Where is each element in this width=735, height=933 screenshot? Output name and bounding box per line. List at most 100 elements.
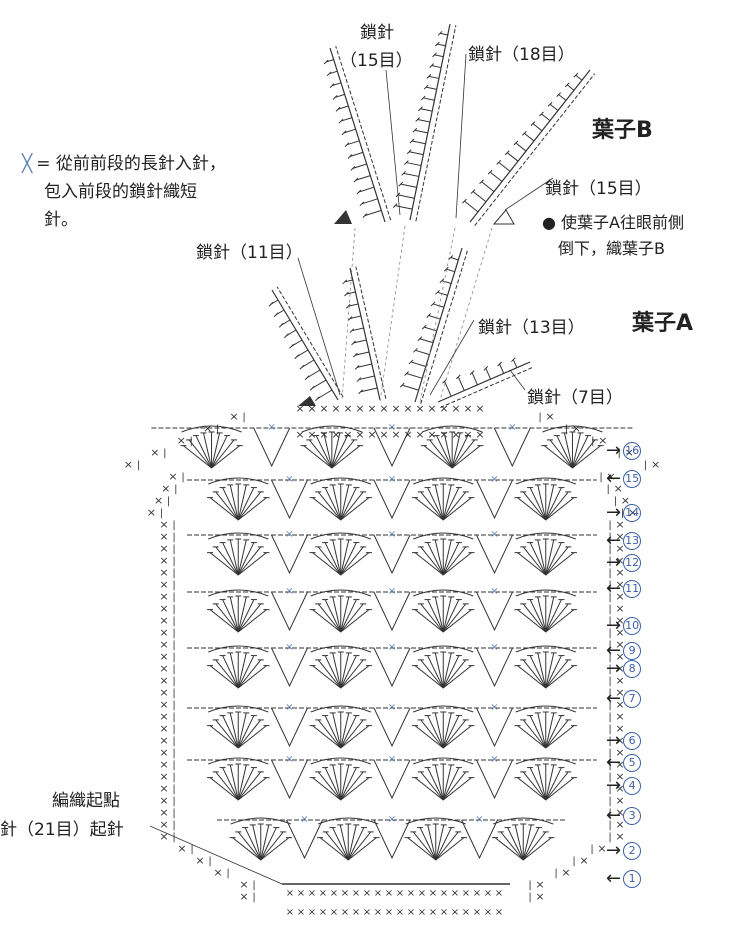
sc-stitch-top: × xyxy=(439,402,448,415)
leaf-stitch-top xyxy=(408,359,414,365)
dc-stitch xyxy=(442,609,472,633)
leaf-stitch xyxy=(351,327,364,332)
sc-stitch-right: × xyxy=(615,710,624,723)
sc-stitch-top2: × xyxy=(451,428,460,441)
dc-stitch xyxy=(517,609,547,633)
leaf-stitch xyxy=(481,181,495,192)
fan-edge xyxy=(310,532,371,540)
sc-stitch-top2: × xyxy=(355,428,364,441)
sc-stitch-left-bar: | xyxy=(172,604,175,615)
v-stitch xyxy=(476,591,513,632)
leaf-stitch-top xyxy=(350,165,356,171)
sc-stitch-right-bar: | xyxy=(618,448,621,459)
sc-stitch-right: × xyxy=(615,686,624,699)
sc-stitch-left: × xyxy=(168,470,177,483)
dc-stitch xyxy=(211,435,228,469)
guide-dotted-line xyxy=(419,227,456,403)
dc-stitch xyxy=(427,767,444,801)
dc-stitch xyxy=(529,655,547,689)
dc-stitch xyxy=(319,837,349,861)
sc-stitch-right: × xyxy=(615,698,624,711)
leaf-stitch xyxy=(331,82,342,87)
sc-stitch-right-bar: | xyxy=(608,676,611,687)
leaf-stitch-top xyxy=(353,177,359,183)
sc-stitch-right-bar: | xyxy=(608,700,611,711)
dc-stitch xyxy=(414,497,444,521)
dc-stitch xyxy=(563,432,573,469)
leader-line xyxy=(509,369,526,391)
fan-edge xyxy=(515,589,576,597)
dc-stitch xyxy=(529,487,547,521)
join-triangle-right xyxy=(492,209,515,225)
dc-stitch xyxy=(340,715,357,749)
dc-stitch xyxy=(414,725,444,749)
leaf-stitch-top xyxy=(356,189,362,195)
dc-stitch xyxy=(340,652,350,689)
dc-stitch xyxy=(529,715,547,749)
dc-stitch xyxy=(545,719,569,749)
fan-edge xyxy=(310,757,371,765)
leaf-stitch-top xyxy=(462,198,467,204)
leaf-stitch xyxy=(402,384,419,391)
leaf-stitch-top xyxy=(513,140,519,146)
sc-stitch-left: × xyxy=(159,566,168,579)
spike-sc: × xyxy=(490,642,498,653)
leaf-stitch xyxy=(434,54,444,58)
arrow-left-icon: ← xyxy=(606,578,622,599)
spike-sc: × xyxy=(268,422,276,433)
leaf-spine xyxy=(437,361,531,403)
dc-stitch xyxy=(545,497,575,521)
leaf-stitch xyxy=(472,191,487,203)
dc-stitch xyxy=(260,824,270,861)
dc-stitch xyxy=(435,831,459,861)
dc-stitch xyxy=(229,652,239,689)
sc-stitch-top2: × xyxy=(367,428,376,441)
leaf-stitch-top xyxy=(289,343,294,349)
sc-stitch-bottom: × xyxy=(473,888,481,899)
dc-stitch xyxy=(443,432,453,469)
row-number-label: 10 xyxy=(623,616,642,635)
row-number-4: →4 xyxy=(606,775,642,796)
sc-stitch-top2: × xyxy=(331,428,340,441)
v-stitch xyxy=(476,479,513,520)
row-number-6: →6 xyxy=(606,730,642,751)
dc-stitch xyxy=(427,487,444,521)
sc-stitch-right: × xyxy=(615,830,624,843)
leaf-stitch xyxy=(432,303,445,308)
dc-stitch xyxy=(429,439,453,469)
dc-stitch xyxy=(442,491,467,521)
leaf-stitch xyxy=(355,175,371,181)
v-stitch xyxy=(373,707,411,748)
sc-stitch-top: × xyxy=(415,402,424,415)
dc-stitch xyxy=(549,439,573,469)
dc-stitch xyxy=(237,542,255,576)
sc-stitch-right: × xyxy=(615,638,624,651)
leaf-chain xyxy=(420,249,469,404)
sc-stitch-right: × xyxy=(615,602,624,615)
v-stitch xyxy=(271,707,308,748)
row-number-8: →8 xyxy=(606,658,642,679)
dc-stitch xyxy=(545,491,569,521)
dc-stitch xyxy=(340,725,370,749)
sc-stitch-left: × xyxy=(159,758,168,771)
dc-stitch xyxy=(494,837,524,861)
leaf-chain xyxy=(355,266,387,399)
arrow-right-icon: → xyxy=(606,502,622,523)
dc-stitch xyxy=(324,767,342,801)
dc-stitch xyxy=(340,599,357,633)
sc-stitch-right-bar: | xyxy=(608,664,611,675)
sc-stitch-bottom2: × xyxy=(385,907,393,918)
sc-stitch-bottom2: × xyxy=(363,907,371,918)
fan-edge xyxy=(318,817,379,825)
dc-stitch xyxy=(222,599,239,633)
leaf-stitch-top xyxy=(439,278,445,284)
sc-stitch-left-bar: | xyxy=(172,628,175,639)
dc-stitch xyxy=(211,445,241,469)
leaf-stitch-top xyxy=(530,121,536,127)
dc-stitch xyxy=(442,487,460,521)
leaf-stitch-top xyxy=(511,357,516,363)
spike-sc: × xyxy=(388,754,396,765)
leaf-stitch xyxy=(485,368,492,380)
leaf-stitch-top xyxy=(522,130,527,136)
leaf-stitch xyxy=(317,389,333,400)
